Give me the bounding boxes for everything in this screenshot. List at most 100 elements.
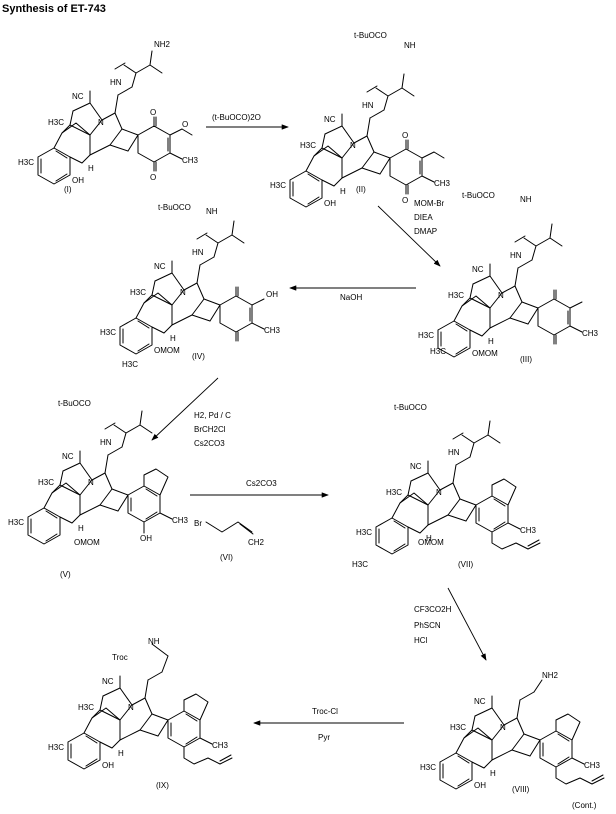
atom-n: N xyxy=(88,478,94,487)
arrow-step-4 xyxy=(151,377,219,441)
atom-o: O xyxy=(150,108,156,117)
compound-IX: H3C OH NC N H3C NH Troc CH3 H (IX) xyxy=(48,637,233,790)
atom-ch3: CH3 xyxy=(434,179,451,188)
atom-boc: t-BuOCO xyxy=(462,191,495,200)
atom-hn: HN xyxy=(100,438,112,447)
atom-troc: Troc xyxy=(112,653,128,662)
atom-hn: HN xyxy=(362,101,374,110)
atom-o: O xyxy=(150,173,156,182)
compound-label-IX: (IX) xyxy=(156,781,169,790)
atom-ch3: CH3 xyxy=(172,516,189,525)
compound-VII: H3C OMOM NC N H3C HN CH3 H H3C (VII) xyxy=(352,420,541,569)
atom-o: O xyxy=(402,131,408,140)
atom-nh2: NH2 xyxy=(542,671,559,680)
atom-hn: HN xyxy=(448,448,460,457)
atom-h: H xyxy=(490,769,496,778)
reagent-r2-2: DMAP xyxy=(414,227,437,236)
atom-hn: HN xyxy=(110,78,122,87)
atom-h3c: H3C xyxy=(130,288,146,297)
reagent-r4-0: H2, Pd / C xyxy=(194,411,231,420)
atom-n: N xyxy=(498,291,504,300)
atom-hn: HN xyxy=(510,251,522,260)
atom-ch2: CH2 xyxy=(248,538,265,547)
atom-boc: t-BuOCO xyxy=(58,399,91,408)
atom-nc: NC xyxy=(472,265,484,274)
atom-h3c: H3C xyxy=(300,141,316,150)
compound-label-III: (III) xyxy=(520,355,532,364)
atom-nh2: NH2 xyxy=(154,40,171,49)
atom-h: H xyxy=(340,187,346,196)
atom-ch3: CH3 xyxy=(582,329,599,338)
compound-label-VII: (VII) xyxy=(458,560,473,569)
atom-h3c: H3C xyxy=(420,763,436,772)
reagent-r7-0: Troc-Cl xyxy=(312,707,338,716)
compound-II: H3C OH NC N H3C t-BuOCO NH HN O O CH3 H … xyxy=(270,31,451,208)
atom-n: N xyxy=(98,118,104,127)
reagent-r6-2: HCl xyxy=(414,636,428,645)
atom-nc: NC xyxy=(72,92,84,101)
compound-label-II: (II) xyxy=(356,185,366,194)
atom-ch3: CH3 xyxy=(584,761,601,770)
atom-h: H xyxy=(170,334,176,343)
atom-ch3: CH3 xyxy=(212,741,229,750)
atom-h3c: H3C xyxy=(100,328,116,337)
atom-oh: OH xyxy=(102,761,114,770)
atom-nh: NH xyxy=(148,637,160,646)
atom-nc: NC xyxy=(62,452,74,461)
compound-label-IV: (IV) xyxy=(192,352,205,361)
atom-br: Br xyxy=(194,519,202,528)
atom-h3c: H3C xyxy=(356,528,372,537)
atom-h3c: H3C xyxy=(48,118,64,127)
continued-note: (Cont.) xyxy=(572,801,597,810)
atom-oh: OH xyxy=(324,199,336,208)
reagent-r2-1: DIEA xyxy=(414,213,433,222)
reagent-r4-1: BrCH2Cl xyxy=(194,425,226,434)
atom-h: H xyxy=(88,164,94,173)
atom-h3c: H3C xyxy=(122,360,138,369)
arrow-step-6 xyxy=(447,587,487,661)
atom-h: H xyxy=(78,524,84,533)
atom-h3c: H3C xyxy=(352,560,368,569)
atom-o: O xyxy=(182,120,188,129)
atom-oh: OH xyxy=(140,534,152,543)
compound-I: H3C OH NC N H3C NH2 HN O O CH3 O H (I) xyxy=(18,40,199,194)
atom-h3c: H3C xyxy=(386,488,402,497)
reagent-r3: NaOH xyxy=(340,293,362,302)
atom-h: H xyxy=(488,337,494,346)
atom-ch3: CH3 xyxy=(182,156,199,165)
atom-h3c: H3C xyxy=(78,703,94,712)
atom-boc: t-BuOCO xyxy=(394,403,427,412)
compound-label-VIII: (VIII) xyxy=(512,785,530,794)
atom-nh: NH xyxy=(520,195,532,204)
atom-n: N xyxy=(350,141,356,150)
atom-nc: NC xyxy=(154,262,166,271)
atom-n: N xyxy=(128,703,134,712)
atom-h3c: H3C xyxy=(450,723,466,732)
atom-h3c: H3C xyxy=(430,347,446,356)
arrow-step-2 xyxy=(377,205,441,267)
atom-h3c: H3C xyxy=(8,518,24,527)
compound-label-I: (I) xyxy=(64,185,72,194)
atom-n: N xyxy=(436,488,442,497)
atom-n: N xyxy=(180,288,186,297)
atom-nh: NH xyxy=(206,207,218,216)
reagent-r6-0: CF3CO2H xyxy=(414,605,452,614)
compound-V: H3C OMOM NC N H3C HN OH CH3 H (V) xyxy=(8,410,189,579)
compound-label-V: (V) xyxy=(60,570,71,579)
reagent-r1: (t-BuOCO)2O xyxy=(212,113,261,122)
atom-ch3: CH3 xyxy=(520,526,537,535)
compound-III: H3C OMOM NC N H3C HN CH3 H H3C (III) xyxy=(418,223,599,364)
reagent-r7-1: Pyr xyxy=(318,733,330,742)
atom-omom: OMOM xyxy=(74,538,100,547)
atom-omom: OMOM xyxy=(418,538,444,547)
atom-nc: NC xyxy=(410,462,422,471)
scheme-title: Synthesis of ET-743 xyxy=(2,3,106,15)
atom-hn: HN xyxy=(192,248,204,257)
atom-o: O xyxy=(402,196,408,205)
compound-IV: H3C OMOM NC N H3C HN OH CH3 H H3C (IV) xyxy=(100,220,281,369)
compound-VIII: H3C OH NC N H3C NH2 CH3 H (VIII) xyxy=(420,671,605,794)
atom-oh: OH xyxy=(474,781,486,790)
atom-omom: OMOM xyxy=(472,349,498,358)
atom-boc: t-BuOCO xyxy=(158,203,191,212)
atom-h3c: H3C xyxy=(48,743,64,752)
